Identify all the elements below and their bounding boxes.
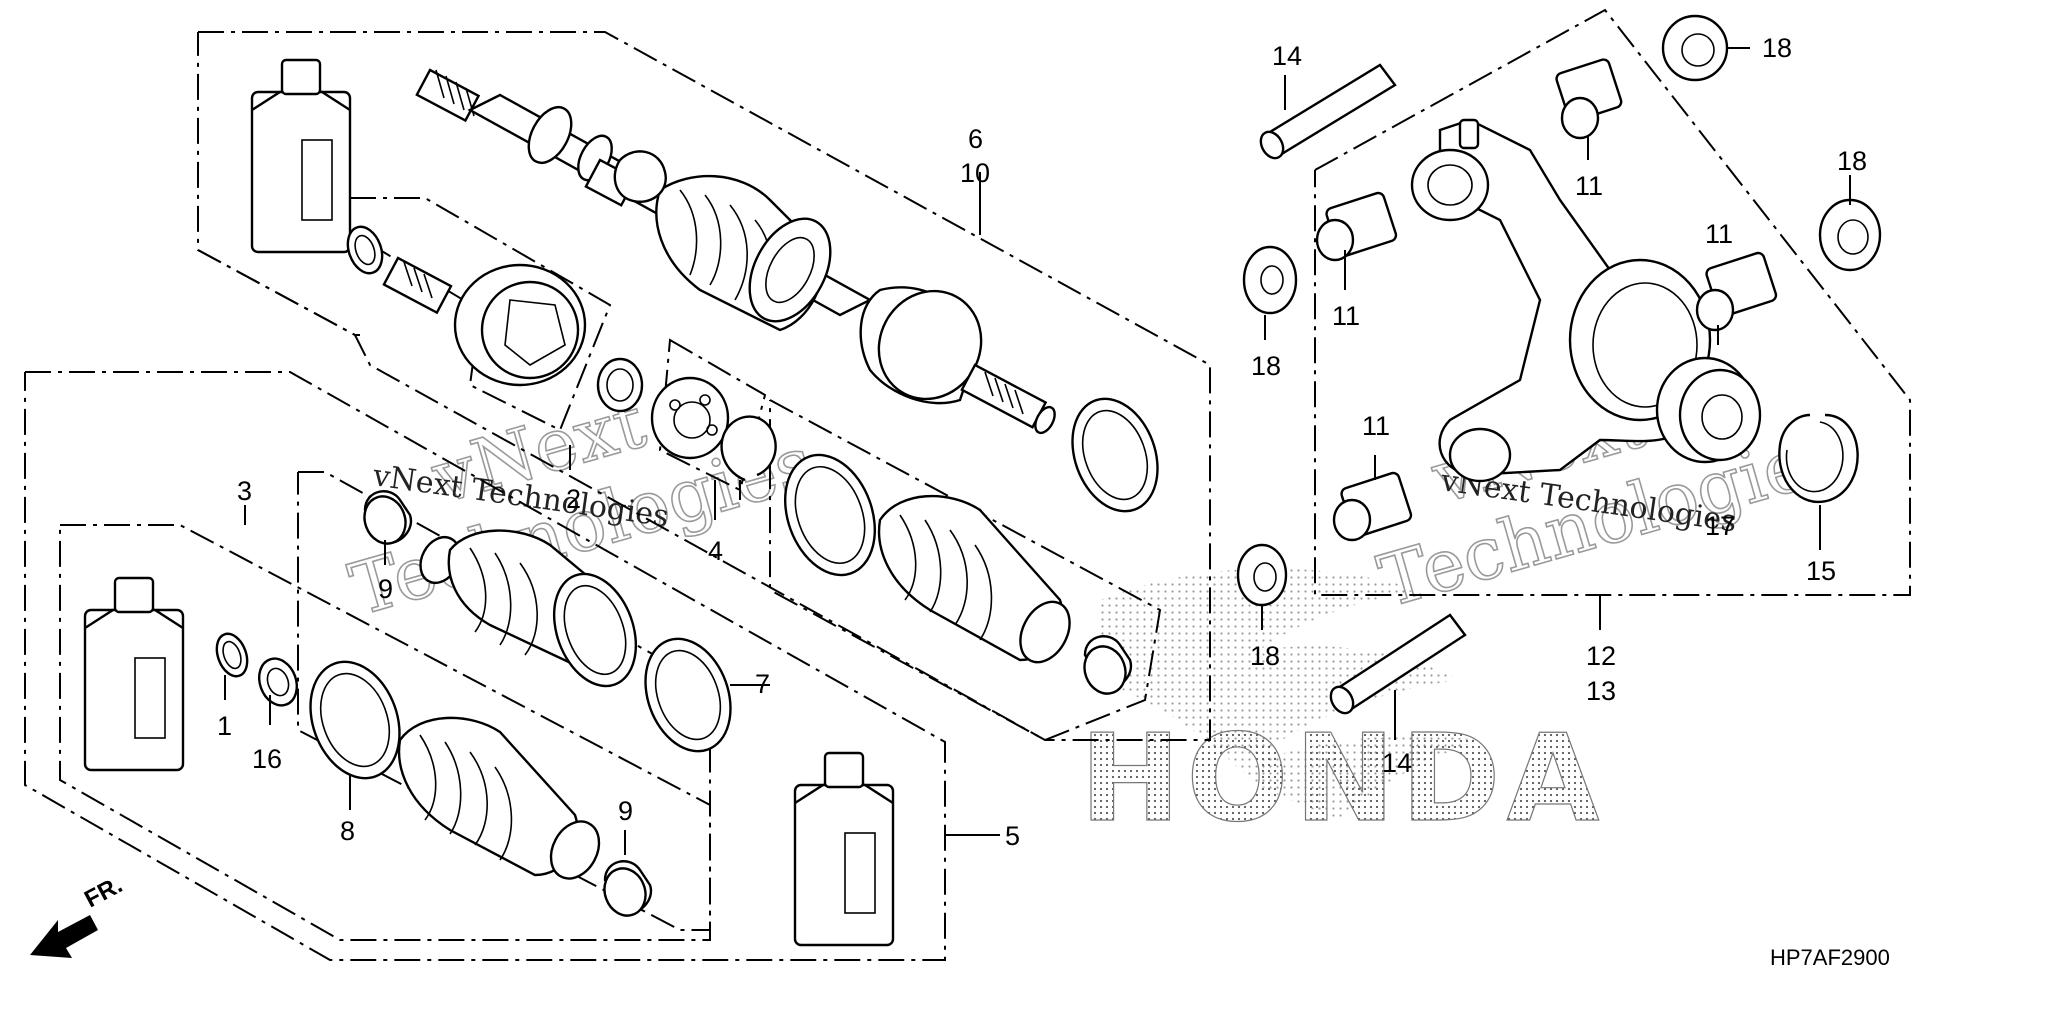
pin-14-bottom bbox=[1329, 613, 1467, 715]
callout-14-top: 14 bbox=[1272, 41, 1302, 71]
bushing-11-bottom bbox=[1332, 471, 1413, 542]
callout-5: 5 bbox=[1005, 821, 1020, 851]
front-direction-arrow: FR. bbox=[30, 871, 127, 958]
callout-16: 16 bbox=[252, 744, 282, 774]
callout-18-top-right: 18 bbox=[1762, 33, 1792, 63]
clamp-9-upper bbox=[363, 490, 413, 545]
boot-clamp-small-upper bbox=[1083, 635, 1133, 695]
callout-18-left: 18 bbox=[1251, 351, 1281, 381]
boot-clamp-large bbox=[1071, 397, 1159, 513]
clamp-9-lower bbox=[603, 860, 653, 917]
callout-11-bottom: 11 bbox=[1362, 411, 1390, 441]
clamp-8 bbox=[309, 660, 401, 780]
callout-13: 13 bbox=[1586, 676, 1616, 706]
snap-ring-15 bbox=[1778, 413, 1859, 503]
callout-9-lower: 9 bbox=[618, 796, 633, 826]
grease-bottle-top bbox=[250, 58, 352, 254]
drive-shaft-assembly bbox=[415, 68, 1056, 435]
callout-8: 8 bbox=[340, 816, 355, 846]
callout-11-top: 11 bbox=[1575, 171, 1603, 201]
grease-bottle-lower-right bbox=[793, 751, 895, 947]
bushing-11-mid-left bbox=[1315, 191, 1398, 262]
clamp-7 bbox=[644, 637, 732, 753]
seal-18-top-right bbox=[1661, 14, 1729, 82]
grease-bottle-lower-left bbox=[83, 576, 185, 772]
circlip-small bbox=[596, 357, 644, 413]
snap-ring-4 bbox=[720, 415, 777, 482]
callout-4: 4 bbox=[708, 536, 723, 566]
callout-3: 3 bbox=[237, 476, 252, 506]
bearing-17 bbox=[1655, 356, 1762, 464]
cage-bearing bbox=[650, 376, 730, 460]
seal-18-left bbox=[1242, 245, 1298, 315]
callout-9-upper: 9 bbox=[378, 574, 393, 604]
circlip-top bbox=[346, 225, 384, 275]
callout-7: 7 bbox=[755, 669, 770, 699]
callout-2: 2 bbox=[566, 484, 581, 514]
callout-14-bottom: 14 bbox=[1382, 748, 1412, 778]
seal-18-bottom bbox=[1236, 543, 1288, 607]
callout-12: 12 bbox=[1586, 641, 1616, 671]
callout-18-right: 18 bbox=[1837, 146, 1867, 176]
callout-17: 17 bbox=[1705, 511, 1735, 541]
honda-wing-logo: HONDA bbox=[1079, 568, 1605, 850]
boot-upper bbox=[877, 494, 1071, 664]
honda-brand-text: HONDA bbox=[1080, 710, 1605, 849]
callout-11-mid-right: 11 bbox=[1705, 219, 1733, 249]
bushing-11-top bbox=[1555, 58, 1623, 140]
callout-6: 6 bbox=[968, 124, 983, 154]
boot-lower-8 bbox=[397, 716, 601, 880]
boot-clamp-mid bbox=[783, 453, 877, 577]
callout-labels: 6 10 2 3 4 9 7 1 16 8 9 5 14 14 18 18 18… bbox=[217, 33, 1867, 851]
boot-lower-7 bbox=[419, 529, 638, 688]
bushing-11-mid-right bbox=[1695, 251, 1778, 332]
pin-14-top bbox=[1259, 63, 1397, 160]
ring-16 bbox=[257, 657, 299, 707]
callout-10: 10 bbox=[960, 158, 990, 188]
circlip-1 bbox=[215, 632, 249, 678]
front-label: FR. bbox=[80, 871, 127, 913]
callout-1: 1 bbox=[217, 711, 232, 741]
leader-lines bbox=[224, 47, 1851, 855]
diagram-code: HP7AF2900 bbox=[1770, 945, 1890, 970]
callout-11-mid-left: 11 bbox=[1332, 301, 1360, 331]
callout-15: 15 bbox=[1806, 556, 1836, 586]
group-outlines bbox=[24, 8, 1911, 961]
seal-18-right bbox=[1818, 198, 1882, 272]
callout-18-bottom: 18 bbox=[1250, 641, 1280, 671]
inner-joint-2 bbox=[382, 256, 587, 387]
